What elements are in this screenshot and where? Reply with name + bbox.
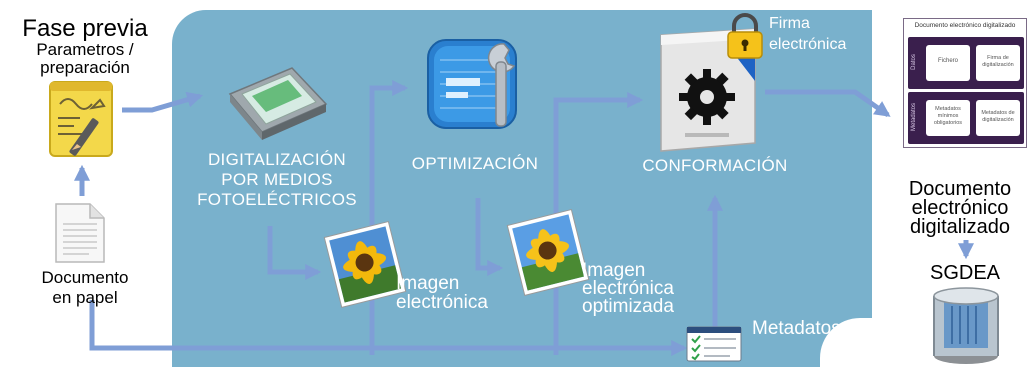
notepad-icon — [49, 81, 113, 157]
documento-electronico-label-1: Documento — [908, 178, 1012, 200]
digitalizacion-label-3: FOTOELÉCTRICOS — [197, 190, 357, 209]
imagen-opt-label-3: optimizada — [582, 296, 674, 317]
doc-box-metadatos-row: Metadatos Metadatos mínimos obligatorios… — [908, 92, 1024, 144]
doc-box-firma-label-1: Firma de — [987, 55, 1009, 61]
firma-label-1: Firma — [769, 15, 810, 32]
scanner-icon — [228, 67, 328, 140]
doc-box-fichero-label: Fichero — [937, 58, 958, 64]
sgdea-label: SGDEA — [929, 262, 1001, 284]
fase-previa-title: Fase previa — [22, 15, 148, 42]
arrow-digitalizacion-to-imagen — [267, 226, 322, 281]
database-icon — [933, 287, 999, 364]
doc-box-firma-label-2: digitalización — [982, 62, 1014, 68]
arrow-optimizacion-to-imagen-opt — [475, 198, 504, 277]
firma-label-2: electrónica — [769, 36, 847, 53]
doc-box-meta-dig: Metadatos de digitalización — [976, 100, 1020, 136]
doc-box-datos-label: Datos — [911, 54, 917, 70]
fase-previa-subtitle-1: Parametros / — [36, 40, 134, 59]
documento-electronico-box: Documento electrónico digitalizado Datos… — [903, 18, 1027, 148]
doc-box-title: Documento electrónico digitalizado — [914, 22, 1016, 29]
digitalizacion-label-2: POR MEDIOS — [221, 170, 333, 189]
optimizacion-label: OPTIMIZACIÓN — [411, 154, 539, 173]
optimization-tool-icon — [427, 39, 517, 129]
doc-box-datos-row: Datos Fichero Firma de digitalización — [908, 37, 1024, 89]
arrow-conformacion-to-documento — [765, 89, 891, 118]
metadatos-label: Metadatos — [752, 318, 841, 339]
arrow-notepad-to-scanner — [122, 91, 204, 113]
documento-papel-label-1: Documento — [41, 268, 129, 287]
arrow-paper-to-metadatos — [89, 300, 688, 357]
imagen-label-1: Imagen — [396, 273, 460, 294]
doc-box-meta-dig-label-2: digitalización — [982, 117, 1014, 123]
doc-box-meta-dig-label-1: Metadatos de — [981, 110, 1015, 116]
padlock-icon — [727, 13, 763, 59]
doc-box-firma: Firma de digitalización — [976, 45, 1020, 81]
doc-box-meta-min-label-1: Metadatos — [935, 106, 961, 112]
sunflower-photo-optimized-icon — [506, 208, 590, 297]
doc-box-metadatos-label: Metadatos — [911, 102, 917, 132]
sunflower-photo-icon — [323, 220, 407, 309]
documento-electronico-label-3: digitalizado — [909, 216, 1011, 238]
imagen-opt-label-1: Imagen — [582, 260, 646, 281]
checklist-icon — [686, 326, 742, 362]
documento-electronico-label-2: electrónico — [911, 197, 1009, 219]
doc-box-meta-min-label-2: mínimos — [937, 113, 959, 119]
imagen-opt-label-2: electrónica — [582, 278, 674, 299]
doc-box-fichero: Fichero — [926, 45, 970, 81]
doc-box-meta-min: Metadatos mínimos obligatorios — [926, 100, 970, 136]
imagen-label-2: electrónica — [396, 292, 488, 313]
documento-papel-label-2: en papel — [52, 288, 118, 307]
doc-box-meta-min-label-3: obligatorios — [933, 120, 963, 126]
digitalizacion-label-1: DIGITALIZACIÓN — [207, 150, 346, 169]
paper-document-icon — [55, 203, 105, 263]
fase-previa-subtitle-2: preparación — [40, 58, 130, 77]
conformacion-label: CONFORMACIÓN — [642, 156, 788, 175]
